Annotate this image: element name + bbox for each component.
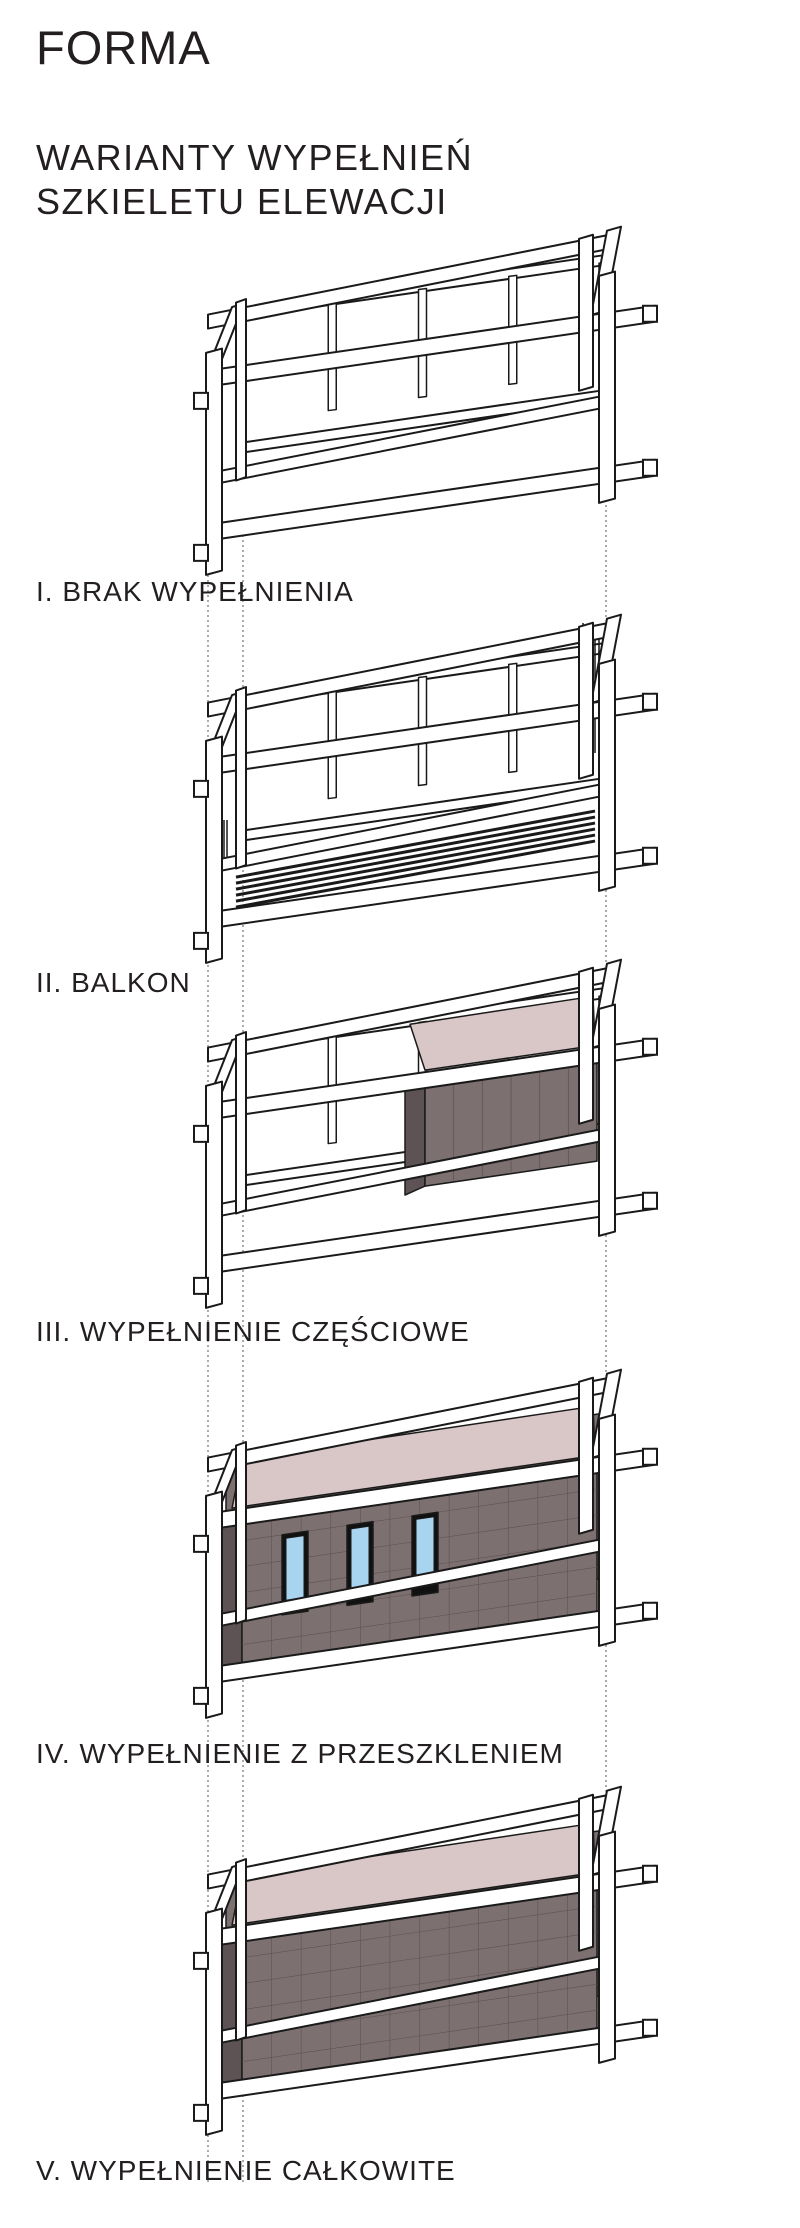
beam-end-cap [642, 304, 658, 323]
back-right-column [578, 233, 594, 392]
back-left-column [235, 1031, 247, 1215]
front-right-column [598, 1413, 616, 1647]
back-left-column [235, 298, 247, 482]
window-glass [285, 1535, 305, 1601]
front-right-column [598, 1830, 616, 2064]
window-slot [281, 1530, 309, 1616]
page-title: FORMA [36, 21, 211, 74]
beam-end-cap [193, 1534, 209, 1553]
back-right-column [578, 966, 594, 1125]
beam-end-cap [193, 2103, 209, 2122]
variant-label-5: V. WYPEŁNIENIE CAŁKOWITE [36, 2155, 456, 2186]
front-left-column [205, 1907, 223, 2136]
front-left-column [205, 1080, 223, 1309]
beam-end-cap [193, 931, 209, 950]
variant-label-2: II. BALKON [36, 967, 191, 998]
skeleton-frame [193, 225, 658, 576]
beam-end-cap [193, 1951, 209, 1970]
back-right-column [578, 1376, 594, 1535]
beam-end-cap [642, 692, 658, 711]
beam-end-cap [193, 391, 209, 410]
beam-end-cap [193, 779, 209, 798]
back-left-column [235, 686, 247, 870]
module-variant-3 [193, 958, 658, 1309]
skeleton-frame [193, 1785, 658, 2136]
module-variant-5 [193, 1785, 658, 2136]
back-top-beam [207, 232, 618, 330]
back-right-column [578, 1793, 594, 1952]
skeleton-frame [193, 958, 658, 1309]
front-left-column [205, 735, 223, 964]
balcony-slats [217, 623, 604, 909]
module-variant-1 [193, 225, 658, 576]
beam-end-cap [642, 1037, 658, 1056]
front-left-column [205, 347, 223, 576]
back-left-column [235, 1441, 247, 1625]
beam-end-cap [193, 543, 209, 562]
beam-end-cap [642, 2018, 658, 2037]
back-right-column [578, 621, 594, 780]
beam-end-cap [642, 1864, 658, 1883]
subtitle-line-1: WARIANTY WYPEŁNIEŃ [36, 137, 474, 178]
beam-end-cap [642, 846, 658, 865]
module-variant-4 [193, 1368, 658, 1719]
skeleton-frame [193, 613, 658, 964]
front-right-column [598, 270, 616, 504]
front-right-column [598, 658, 616, 892]
variant-label-4: IV. WYPEŁNIENIE Z PRZESZKLENIEM [36, 1738, 564, 1769]
variant-label-1: I. BRAK WYPEŁNIENIA [36, 576, 354, 607]
front-right-column [598, 1003, 616, 1237]
beam-end-cap [642, 1601, 658, 1620]
beam-end-cap [193, 1686, 209, 1705]
back-left-column [235, 1858, 247, 2042]
beam-end-cap [642, 1447, 658, 1466]
page-subtitle: WARIANTY WYPEŁNIEŃ SZKIELETU ELEWACJI [36, 136, 473, 224]
beam-end-cap [193, 1124, 209, 1143]
back-top-beam [207, 620, 618, 718]
skeleton-frame [193, 1368, 658, 1719]
subtitle-line-2: SZKIELETU ELEWACJI [36, 181, 448, 222]
beam-end-cap [193, 1276, 209, 1295]
beam-end-cap [642, 458, 658, 477]
beam-end-cap [642, 1191, 658, 1210]
module-variant-2 [193, 613, 658, 964]
window-glass [350, 1525, 370, 1592]
front-left-column [205, 1490, 223, 1719]
variant-label-3: III. WYPEŁNIENIE CZĘŚCIOWE [36, 1316, 470, 1347]
